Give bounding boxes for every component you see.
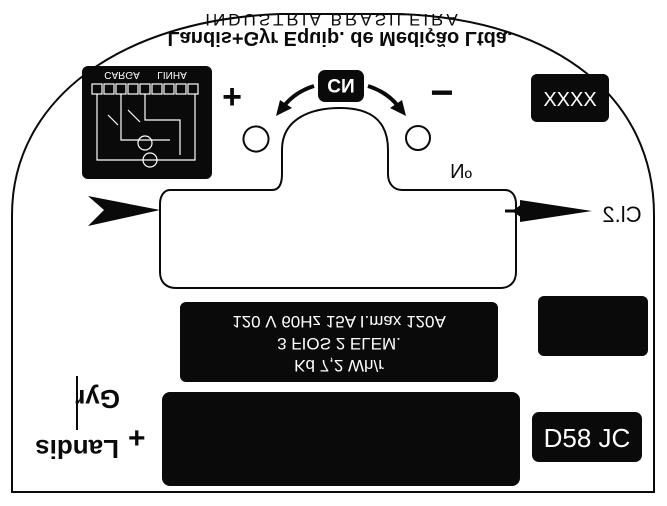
plus-symbol: +	[222, 78, 242, 116]
logo-plus: +	[128, 422, 146, 455]
load-label: CARGA	[104, 69, 140, 80]
specs-line2: 3 FIOS 2 ELEM.	[277, 334, 401, 353]
model-box	[532, 412, 642, 462]
flow-arrow-left-icon	[88, 196, 160, 226]
specs-line3: 120 V 60Hz 15A I.max 120A	[232, 312, 446, 331]
serial-box	[531, 74, 609, 122]
flow-arrow-right-icon	[512, 204, 522, 218]
rotate-left-arrow-icon	[282, 84, 315, 108]
blank-box-large	[162, 392, 520, 486]
country-line-text: INDUSTRIA BRASILEIRA	[205, 10, 461, 29]
direction-label: CN	[327, 74, 354, 95]
line-label: LINHA	[157, 69, 187, 80]
logo-gyr: Gyr	[75, 384, 120, 414]
company-line-text: Landis+Gyr Equip. de Medição Ltda.	[167, 27, 512, 49]
screw-hole-left-icon	[242, 125, 270, 153]
minus-symbol: −	[430, 71, 453, 115]
model-label: D58 JC	[544, 423, 631, 453]
serial-placeholder: XXXX	[543, 89, 596, 111]
number-label: Nº	[450, 159, 472, 181]
logo-landis: Landis	[35, 434, 119, 464]
accuracy-class: Cl.2	[602, 202, 641, 227]
meter-window	[159, 106, 517, 289]
wiring-diagram: LINHA CARGA	[82, 66, 212, 179]
direction-indicator: CN	[276, 70, 406, 116]
blank-box-small	[538, 296, 648, 356]
landis-gyr-logo: Gyr Landis +	[35, 376, 146, 464]
screw-hole-right-icon	[405, 124, 431, 152]
rotate-right-arrow-icon	[367, 84, 400, 108]
specs-line1: Kd 7,2 Wh/r	[294, 356, 384, 375]
specs-box	[180, 302, 498, 382]
